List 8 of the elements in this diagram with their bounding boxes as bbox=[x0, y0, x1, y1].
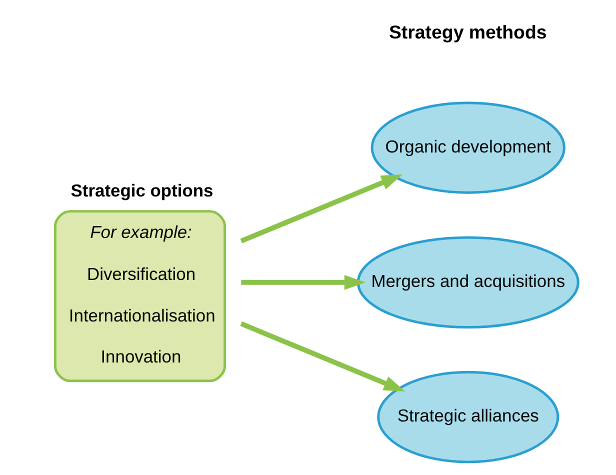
arrow bbox=[240, 274, 366, 290]
label: Strategy methods bbox=[388, 22, 546, 43]
node-label: Strategic options bbox=[70, 180, 213, 201]
node-ellipse: Organic development bbox=[370, 102, 565, 194]
node-ellipse: Mergers and acquisitions bbox=[356, 236, 579, 329]
arrow bbox=[240, 174, 402, 244]
arrow bbox=[240, 321, 405, 392]
node-ellipse: Strategic alliances bbox=[376, 370, 559, 464]
